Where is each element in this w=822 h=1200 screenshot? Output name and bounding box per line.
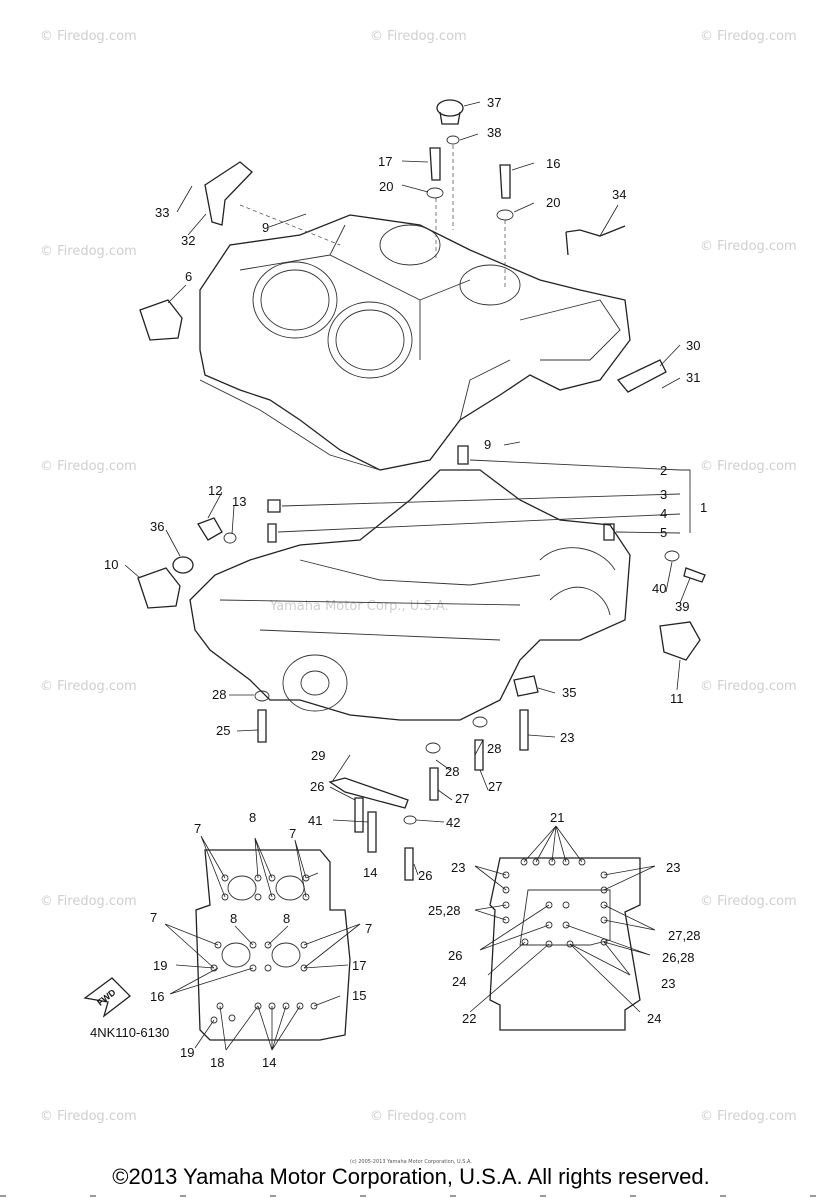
watermark: © Firedog.com bbox=[700, 1109, 797, 1124]
callout-7: 7 bbox=[150, 910, 157, 925]
callout-31: 31 bbox=[686, 370, 700, 385]
callout-17: 17 bbox=[378, 154, 392, 169]
callout-19: 19 bbox=[180, 1045, 194, 1060]
callout-26-28: 26,28 bbox=[662, 950, 695, 965]
watermark: © Firedog.com bbox=[40, 244, 137, 259]
callout-13: 13 bbox=[232, 494, 246, 509]
callout-25-28: 25,28 bbox=[428, 903, 461, 918]
bottom-rule bbox=[0, 1195, 822, 1197]
watermark: © Firedog.com bbox=[40, 29, 137, 44]
callout-7: 7 bbox=[365, 921, 372, 936]
watermark: © Firedog.com bbox=[40, 459, 137, 474]
callout-1: 1 bbox=[700, 500, 707, 515]
watermark: © Firedog.com bbox=[700, 239, 797, 254]
callout-5: 5 bbox=[660, 525, 667, 540]
fwd-arrow-icon: FWD bbox=[83, 977, 131, 1018]
left-bolt-pattern-diagram: FWD bbox=[83, 835, 361, 1051]
callout-36: 36 bbox=[150, 519, 164, 534]
callout-6: 6 bbox=[185, 269, 192, 284]
callout-9: 9 bbox=[262, 220, 269, 235]
part-callouts: 37 38 17 16 20 20 34 33 32 9 6 30 31 9 2… bbox=[90, 95, 707, 1070]
copyright-notice: ©2013 Yamaha Motor Corporation, U.S.A. A… bbox=[112, 1164, 710, 1189]
callout-38: 38 bbox=[487, 125, 501, 140]
callout-32: 32 bbox=[181, 233, 195, 248]
watermark: © Firedog.com bbox=[370, 1109, 467, 1124]
callout-26: 26 bbox=[448, 948, 462, 963]
watermark: © Firedog.com bbox=[40, 679, 137, 694]
watermark: © Firedog.com bbox=[370, 29, 467, 44]
watermark: © Firedog.com bbox=[700, 894, 797, 909]
callout-19: 19 bbox=[153, 958, 167, 973]
callout-16: 16 bbox=[150, 989, 164, 1004]
callout-22: 22 bbox=[462, 1011, 476, 1026]
watermark: © Firedog.com bbox=[40, 894, 137, 909]
right-bolt-pattern-diagram bbox=[469, 825, 656, 1031]
callout-12: 12 bbox=[208, 483, 222, 498]
watermark: © Firedog.com bbox=[40, 1109, 137, 1124]
callout-10: 10 bbox=[104, 557, 118, 572]
watermark: © Firedog.com bbox=[700, 679, 797, 694]
callout-42: 42 bbox=[446, 815, 460, 830]
callout-28: 28 bbox=[487, 741, 501, 756]
callout-35: 35 bbox=[562, 685, 576, 700]
callout-8: 8 bbox=[230, 911, 237, 926]
callout-26: 26 bbox=[418, 868, 432, 883]
upper-crankcase-drawing bbox=[139, 99, 667, 471]
watermark: © Firedog.com bbox=[700, 459, 797, 474]
callout-41: 41 bbox=[308, 813, 322, 828]
callout-7: 7 bbox=[194, 821, 201, 836]
callout-28: 28 bbox=[445, 764, 459, 779]
callout-39: 39 bbox=[675, 599, 689, 614]
diagram-code: 4NK110-6130 bbox=[90, 1025, 169, 1040]
callout-29: 29 bbox=[311, 748, 325, 763]
callout-34: 34 bbox=[612, 187, 626, 202]
callout-37: 37 bbox=[487, 95, 501, 110]
callout-23: 23 bbox=[451, 860, 465, 875]
callout-26: 26 bbox=[310, 779, 324, 794]
callout-23: 23 bbox=[560, 730, 574, 745]
callout-17: 17 bbox=[352, 958, 366, 973]
watermark-layer: © Firedog.com © Firedog.com © Firedog.co… bbox=[40, 29, 797, 1124]
fine-print: (c) 2005-2013 Yamaha Motor Corporation, … bbox=[350, 1159, 472, 1165]
callout-23: 23 bbox=[661, 976, 675, 991]
callout-33: 33 bbox=[155, 205, 169, 220]
callout-leaders bbox=[124, 101, 691, 876]
callout-14: 14 bbox=[262, 1055, 276, 1070]
callout-23: 23 bbox=[666, 860, 680, 875]
callout-18: 18 bbox=[210, 1055, 224, 1070]
callout-24: 24 bbox=[452, 974, 466, 989]
callout-3: 3 bbox=[660, 487, 667, 502]
callout-4: 4 bbox=[660, 506, 667, 521]
callout-21: 21 bbox=[550, 810, 564, 825]
callout-15: 15 bbox=[352, 988, 366, 1003]
callout-20: 20 bbox=[546, 195, 560, 210]
callout-25: 25 bbox=[216, 723, 230, 738]
callout-27-28: 27,28 bbox=[668, 928, 701, 943]
callout-27: 27 bbox=[488, 779, 502, 794]
callout-9: 9 bbox=[484, 437, 491, 452]
callout-27: 27 bbox=[455, 791, 469, 806]
callout-24: 24 bbox=[647, 1011, 661, 1026]
callout-8: 8 bbox=[283, 911, 290, 926]
callout-28: 28 bbox=[212, 687, 226, 702]
callout-11: 11 bbox=[670, 691, 684, 706]
callout-2: 2 bbox=[660, 463, 667, 478]
callout-7: 7 bbox=[289, 826, 296, 841]
callout-20: 20 bbox=[379, 179, 393, 194]
callout-8: 8 bbox=[249, 810, 256, 825]
callout-40: 40 bbox=[652, 581, 666, 596]
lower-crankcase-drawing bbox=[137, 445, 706, 881]
fwd-label: FWD bbox=[95, 987, 118, 1008]
callout-30: 30 bbox=[686, 338, 700, 353]
callout-16: 16 bbox=[546, 156, 560, 171]
callout-14: 14 bbox=[363, 865, 377, 880]
watermark: © Firedog.com bbox=[700, 29, 797, 44]
